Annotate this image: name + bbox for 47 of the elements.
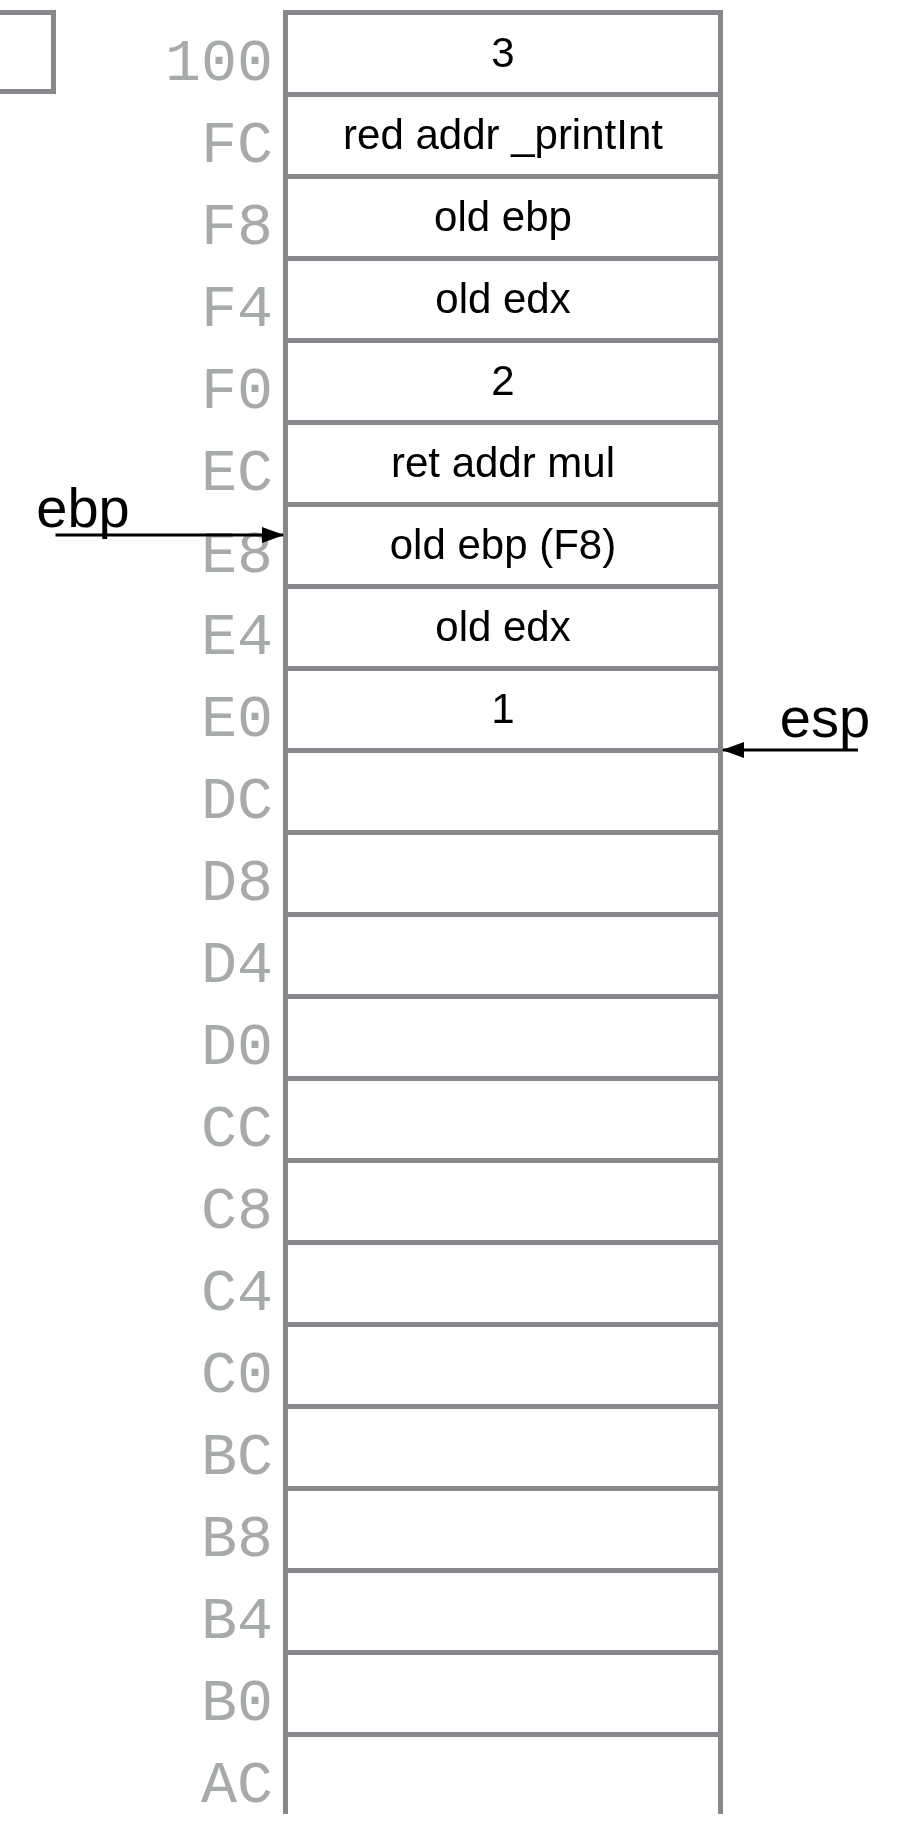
address-label: E4 (201, 608, 273, 668)
empty-stack-cell (283, 912, 723, 994)
address-label: B0 (201, 1674, 273, 1734)
stack-cell: 2 (283, 338, 723, 420)
empty-stack-cell (283, 830, 723, 912)
partial-box (0, 10, 56, 94)
empty-stack-cell (283, 1404, 723, 1486)
stack-cell: 1 (283, 666, 723, 748)
empty-stack-cell (283, 1240, 723, 1322)
empty-stack-cell (283, 1732, 723, 1814)
address-label: DC (201, 772, 273, 832)
empty-stack-cell (283, 1158, 723, 1240)
address-label: B4 (201, 1592, 273, 1652)
stack-cell: old edx (283, 256, 723, 338)
address-label: C4 (201, 1264, 273, 1324)
address-label: C0 (201, 1346, 273, 1406)
empty-stack-cell (283, 1568, 723, 1650)
address-label: BC (201, 1428, 273, 1488)
pointer-label: esp (770, 690, 880, 750)
address-label: F0 (201, 362, 273, 422)
address-label: B8 (201, 1510, 273, 1570)
stack-cell: red addr _printInt (283, 92, 723, 174)
pointer-arrow (722, 742, 858, 758)
stack-cell: old ebp (F8) (283, 502, 723, 584)
stack-cell: old ebp (283, 174, 723, 256)
empty-stack-cell (283, 1322, 723, 1404)
stack-cell: old edx (283, 584, 723, 666)
pointer-arrow (55, 527, 284, 543)
address-label: D8 (201, 854, 273, 914)
address-label: 100 (164, 34, 273, 94)
address-label: F4 (201, 280, 273, 340)
address-label: E0 (201, 690, 273, 750)
empty-stack-cell (283, 748, 723, 830)
stack-cell: 3 (283, 10, 723, 92)
stack-cell: ret addr mul (283, 420, 723, 502)
address-label: CC (201, 1100, 273, 1160)
empty-stack-cell (283, 1650, 723, 1732)
address-label: AC (201, 1756, 273, 1816)
address-label: F8 (201, 198, 273, 258)
address-label: FC (201, 116, 273, 176)
empty-stack-cell (283, 1076, 723, 1158)
empty-stack-cell (283, 994, 723, 1076)
address-label: C8 (201, 1182, 273, 1242)
address-label: D0 (201, 1018, 273, 1078)
address-label: EC (201, 444, 273, 504)
empty-stack-cell (283, 1486, 723, 1568)
address-label: D4 (201, 936, 273, 996)
